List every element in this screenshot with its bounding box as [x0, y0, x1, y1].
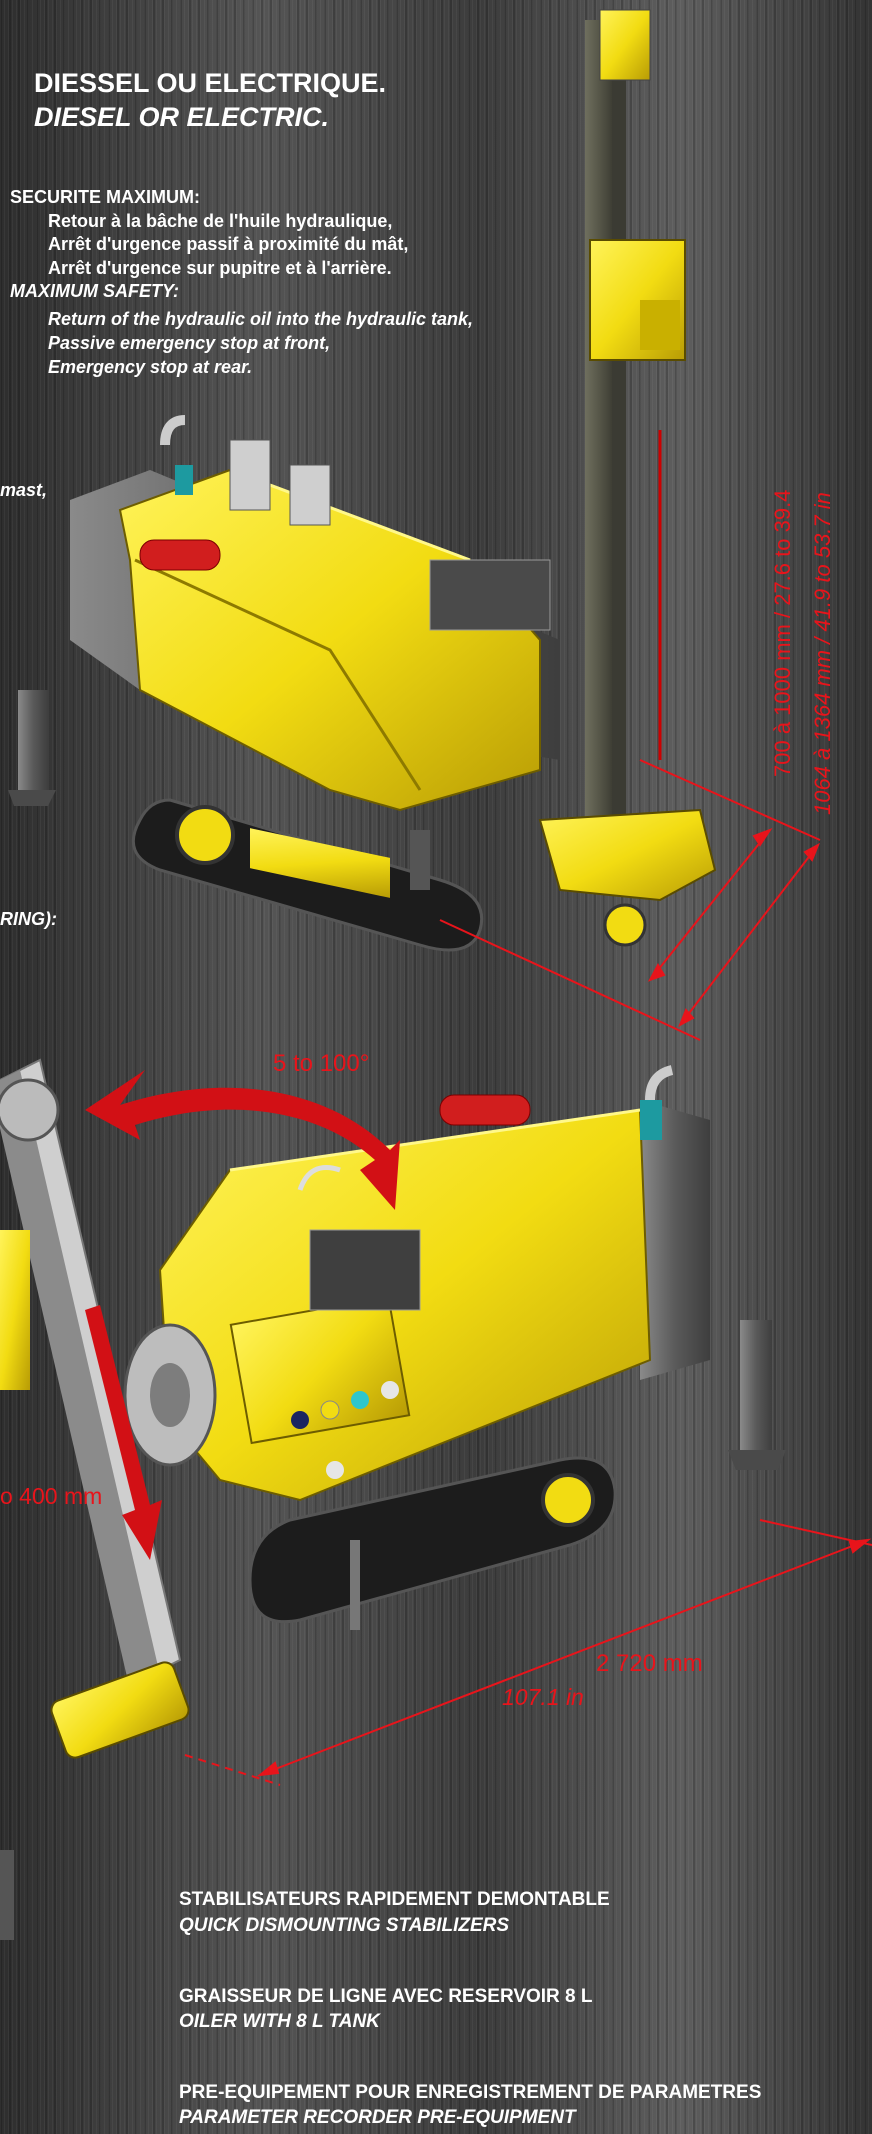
top-drill-rig — [8, 9, 717, 952]
title-en: DIESEL OR ELECTRIC. — [34, 102, 330, 132]
feature-fr: PRE-EQUIPEMENT POUR ENREGISTREMENT DE PA… — [179, 2082, 762, 2103]
feature-fr: STABILISATEURS RAPIDEMENT DEMONTABLE — [179, 1889, 610, 1910]
stroke-dimension-long: 1064 à 1364 mm / 41.9 to 53.7 in — [810, 492, 835, 815]
tilt-arrow — [85, 1070, 400, 1210]
safety-fr-item: Retour à la bâche de l'huile hydraulique… — [48, 211, 393, 231]
length-mm-label: 2 720 mm — [596, 1650, 703, 1677]
safety-fr-item: Arrêt d'urgence sur pupitre et à l'arriè… — [48, 258, 392, 278]
length-in-label: 107.1 in — [502, 1684, 584, 1710]
feature-en: PARAMETER RECORDER PRE-EQUIPMENT — [179, 2107, 576, 2128]
safety-en-item: Emergency stop at rear. — [48, 357, 253, 377]
feature-en: OILER WITH 8 L TANK — [179, 2011, 380, 2032]
cut-text-ring: RING): — [0, 909, 57, 929]
tilt-angle-label: 5 to 100° — [273, 1050, 370, 1077]
title-fr: DIESSEL OU ELECTRIQUE. — [34, 68, 387, 98]
feature-fr: GRAISSEUR DE LIGNE AVEC RESERVOIR 8 L — [179, 1986, 593, 2007]
cut-text-mast: mast, — [0, 480, 48, 500]
safety-fr-title: SECURITE MAXIMUM: — [10, 187, 200, 207]
safety-en-item: Return of the hydraulic oil into the hyd… — [48, 309, 474, 329]
feature-en: QUICK DISMOUNTING STABILIZERS — [179, 1915, 510, 1936]
safety-en-title: MAXIMUM SAFETY: — [10, 281, 179, 301]
slide-arrow — [85, 1305, 162, 1560]
safety-en-item: Passive emergency stop at front, — [48, 333, 331, 353]
bottom-dimension-lines — [184, 1519, 872, 1786]
top-dimension-lines — [439, 759, 821, 1041]
safety-fr-item: Arrêt d'urgence passif à proximité du mâ… — [48, 234, 409, 254]
slide-length-label: o 400 mm — [0, 1483, 103, 1509]
stroke-dimension-short: 700 à 1000 mm / 27.6 to 39.4 — [770, 489, 795, 777]
